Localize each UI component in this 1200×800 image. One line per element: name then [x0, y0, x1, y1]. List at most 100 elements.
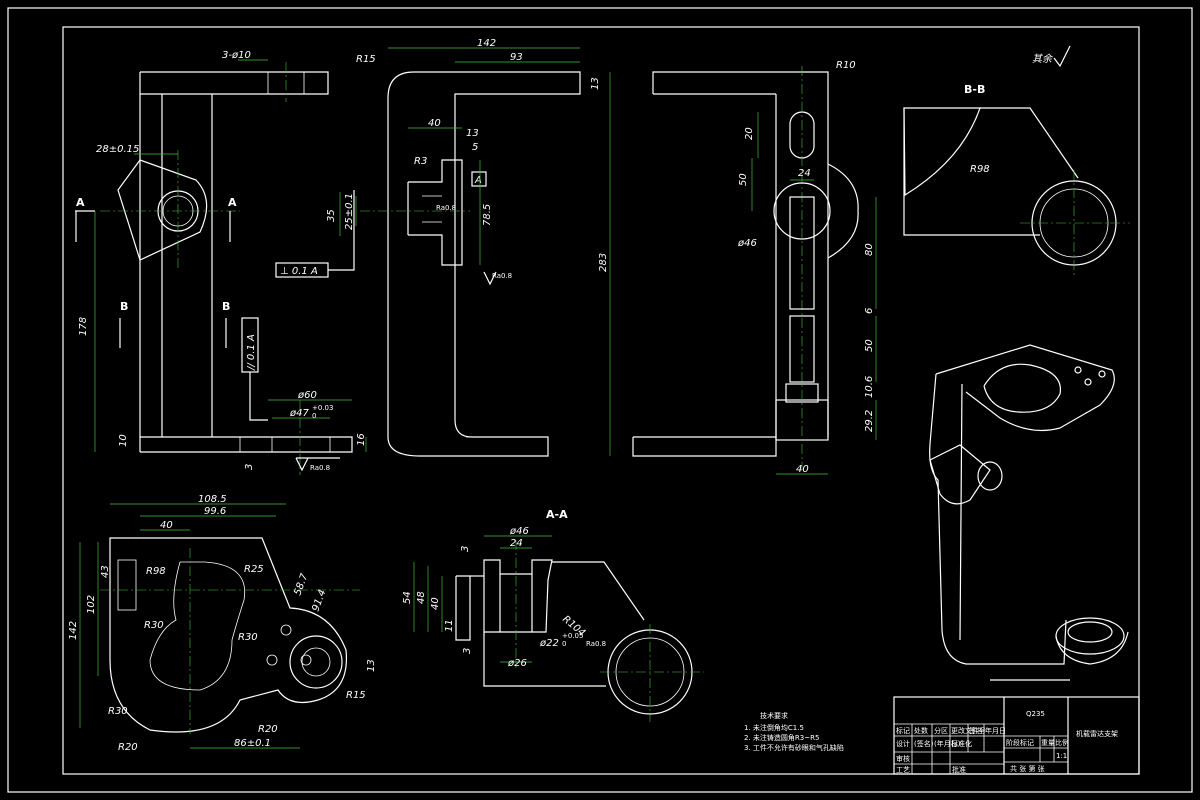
dim-40-aa: 40 [430, 597, 441, 610]
dim-28: 28±0.15 [96, 144, 139, 155]
holes-label: 3-ø10 [222, 50, 251, 61]
dim-40-mid: 40 [428, 118, 441, 129]
part-name: 机载雷达支架 [1076, 729, 1118, 738]
dim-24-side: 24 [798, 168, 811, 179]
section-b-right: B [222, 300, 230, 313]
notes-title: 技术要求 [760, 711, 788, 720]
dim-22-tol-up: +0.05 [562, 632, 583, 640]
dim-54: 54 [402, 591, 413, 604]
dim-5-mid: 5 [472, 142, 478, 153]
radius-15-plan: R15 [346, 690, 366, 701]
tb-stage: 阶段标记 [1006, 738, 1034, 747]
parallel-tolerance: // 0.1 A [246, 334, 257, 371]
dim-78-5: 78.5 [482, 204, 493, 226]
material: Q235 [1026, 710, 1045, 718]
perpendicular-tolerance: ⊥ 0.1 A [280, 266, 318, 277]
dim-40-side: 40 [796, 464, 809, 475]
radius-3: R3 [414, 156, 427, 167]
dim-93: 93 [510, 52, 523, 63]
dim-47-tol-lo: 0 [312, 412, 316, 420]
notes-line-1: 1. 未注倒角均C1.5 [744, 723, 804, 732]
title-block: Q235 机载雷达支架 标记 处数 分区 更改文件号 签名 年月日 设计 (签名… [893, 696, 1140, 775]
radius-30-c: R30 [108, 706, 128, 717]
section-aa-title: A-A [546, 508, 568, 521]
dim-91-4: 91.4 [310, 588, 328, 613]
tb-approve: 批准 [952, 765, 966, 774]
dim-46-aa: ø46 [509, 526, 529, 537]
section-b-left: B [120, 300, 128, 313]
dim-48: 48 [416, 591, 427, 604]
dim-3-aa: 3 [460, 546, 471, 552]
dim-13-plan: 13 [366, 659, 377, 672]
dim-16: 16 [356, 433, 367, 446]
dim-3: 3 [244, 464, 255, 470]
radius-10: R10 [836, 60, 856, 71]
tb-r1c3: 分区 [934, 726, 948, 735]
tb-r1c2: 处数 [914, 726, 928, 735]
dim-6-side: 6 [864, 308, 875, 314]
technical-notes: 技术要求 1. 未注倒角均C1.5 2. 未注铸造圆角R3~R5 3. 工件不允… [744, 711, 844, 752]
radius-30-b: R30 [238, 632, 258, 643]
dim-10-6-side: 10.6 [864, 376, 875, 398]
inner-frame [62, 26, 1140, 775]
dim-47-tol-up: +0.03 [312, 404, 333, 412]
dim-178: 178 [78, 317, 89, 336]
roughness-aa: Ra0.8 [586, 640, 606, 648]
dim-35: 35 [326, 209, 337, 222]
tb-r2c1: 设计 [896, 739, 910, 748]
dim-108-5: 108.5 [198, 494, 227, 505]
section-bb-title: B-B [964, 83, 985, 96]
tb-sheets: 共 张 第 张 [1010, 764, 1045, 773]
dim-86: 86±0.1 [234, 738, 271, 749]
notes-line-2: 2. 未注铸造圆角R3~R5 [744, 733, 819, 742]
section-bb: B-B 其余 R98 [903, 45, 1130, 276]
dim-50-side: 50 [738, 173, 749, 186]
dim-20-side: 20 [744, 127, 755, 140]
tb-scale-value: 1:1 [1056, 752, 1067, 760]
tb-scale: 比例 [1055, 738, 1069, 747]
tb-r2c3: (年月日) [934, 739, 961, 748]
isometric-view [929, 344, 1129, 681]
tb-r2c2: (签名) [914, 739, 934, 748]
dim-22: ø22 [539, 638, 559, 649]
section-a-left: A [76, 196, 85, 209]
dim-11: 11 [444, 619, 455, 632]
radius-98-plan: R98 [146, 566, 166, 577]
datum-a: A [474, 175, 482, 186]
plan-view: 108.5 99.6 40 142 102 43 R98 R25 R30 R30… [68, 494, 377, 753]
dim-26: ø26 [507, 658, 527, 669]
roughness-2: Ra0.8 [436, 204, 456, 212]
section-aa: A-A ø46 24 3 54 48 40 11 3 R104 ø22 +0.0… [402, 508, 704, 722]
outer-frame [7, 7, 1193, 793]
dim-25: 25±0.1 [344, 193, 355, 230]
dim-46-side: ø46 [737, 238, 757, 249]
radius-15-mid: R15 [356, 54, 376, 65]
dim-13-mid: 13 [590, 77, 601, 90]
tb-r1c5: 签名 [969, 726, 983, 735]
dim-40-plan: 40 [160, 520, 173, 531]
middle-view: 142 93 R15 13 40 13 5 R3 A 35 25±0.1 78.… [275, 38, 611, 457]
dim-60: ø60 [297, 390, 317, 401]
dim-99-6: 99.6 [204, 506, 226, 517]
tb-r1c4: 更改文件号 [951, 726, 986, 735]
radius-25: R25 [244, 564, 264, 575]
dim-29-2-side: 29.2 [864, 410, 875, 432]
section-a-right: A [228, 196, 237, 209]
notes-line-3: 3. 工件不允许有砂眼和气孔缺陷 [744, 743, 844, 752]
dim-58-7: 58.7 [292, 572, 310, 597]
tb-process: 工艺 [896, 766, 910, 774]
tb-weight: 重量 [1041, 739, 1055, 747]
front-view: 3-ø10 28±0.15 A A B B 178 10 ø60 ø47 +0.… [75, 50, 367, 475]
roughness-1: Ra0.8 [310, 464, 330, 472]
radius-20-b: R20 [258, 724, 278, 735]
dim-50b-side: 50 [864, 339, 875, 352]
dim-283: 283 [598, 253, 609, 272]
dim-80-side: 80 [864, 243, 875, 256]
dim-22-tol-lo: 0 [562, 640, 566, 648]
tb-r1c1: 标记 [896, 726, 910, 735]
dim-10: 10 [118, 434, 129, 447]
tb-r1c6: 年月日 [985, 726, 1006, 735]
dim-142-plan: 142 [68, 621, 79, 640]
tb-review: 审核 [896, 754, 910, 763]
